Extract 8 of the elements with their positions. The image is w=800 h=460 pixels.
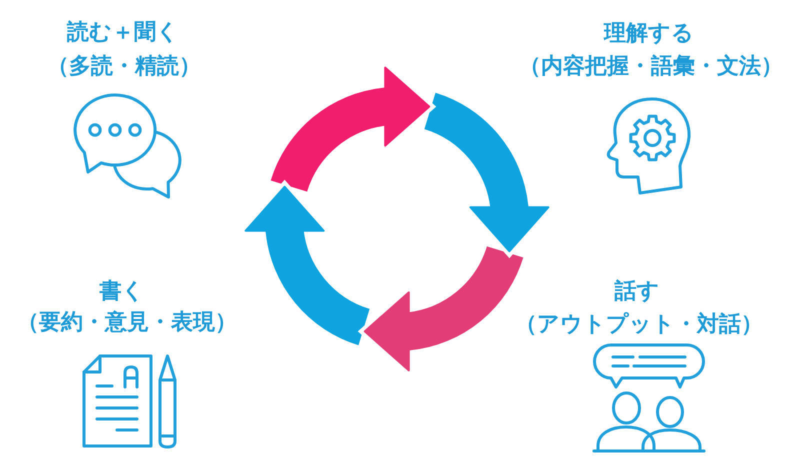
subheading: （多読・精読） [47,54,201,80]
heading: 読む＋聞く [67,20,179,46]
heading: 書く [100,278,144,306]
subheading: （要約・意見・表現） [17,310,237,336]
heading: 話す [614,278,660,306]
heading: 理解する [604,20,694,48]
subheading: （アウトプット・対話） [515,312,763,338]
subheading: （内容把握・語彙・文法） [519,54,783,80]
